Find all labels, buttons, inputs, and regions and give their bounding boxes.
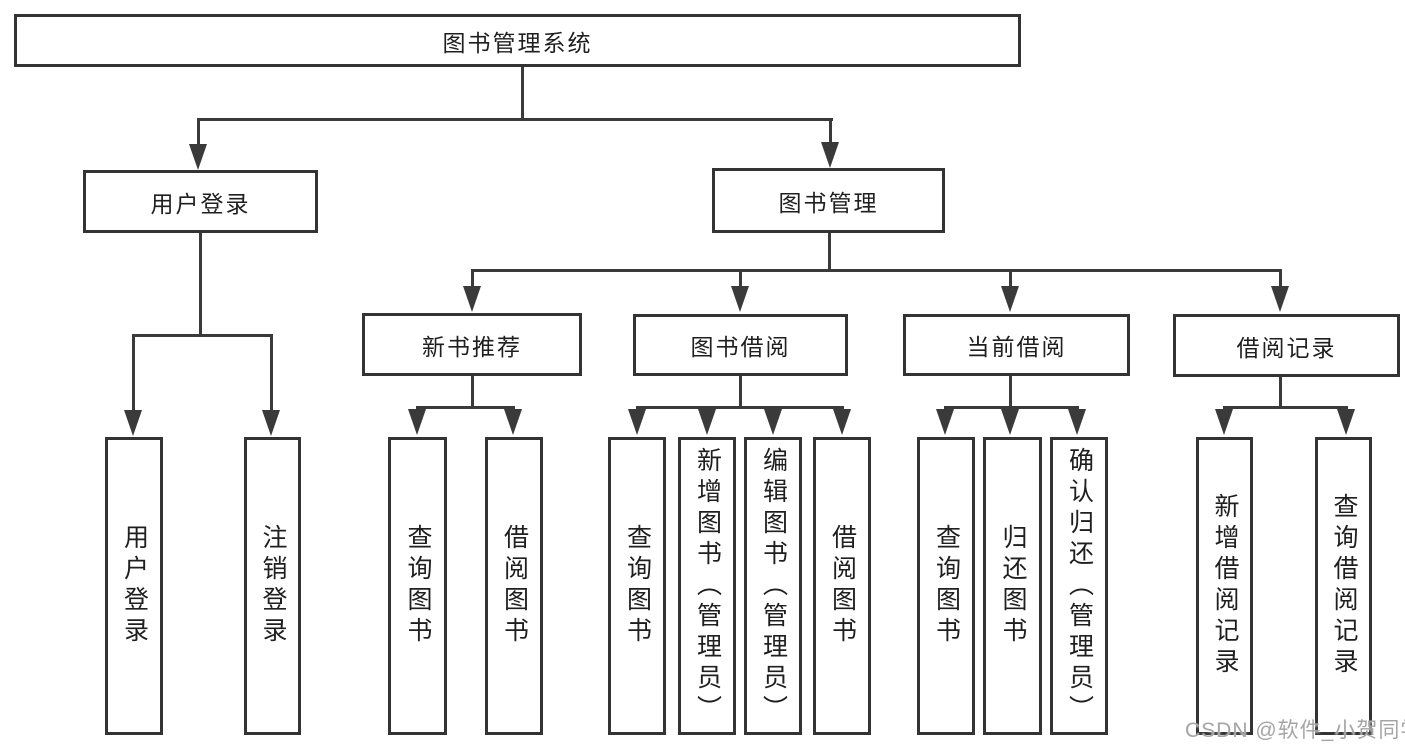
arrow-to-leaf-logout (262, 410, 280, 436)
connector-current-borrow-horizontal (944, 406, 1079, 409)
node-book-management: 图书管理 (712, 168, 945, 233)
leaf-logout-label: 注销登录 (259, 524, 287, 648)
leaf-bb-borrow-books: 借阅图书 (813, 437, 871, 735)
leaf-user-login-label: 用户登录 (120, 524, 149, 648)
leaf-nbr-borrow-books: 借阅图书 (485, 437, 543, 735)
arrow-to-borrow-records (1271, 286, 1289, 312)
node-user-login-label: 用户登录 (150, 190, 251, 217)
leaf-logout: 注销登录 (244, 437, 301, 735)
arrow-to-nbr-query-books (408, 409, 426, 435)
connector-drop-user-login (197, 118, 200, 146)
connector-drop-borrow-records (1279, 269, 1282, 288)
leaf-bb-query-books-label: 查询图书 (623, 524, 652, 648)
connector-root-stem (521, 67, 524, 121)
node-user-login: 用户登录 (83, 170, 318, 233)
leaf-bb-edit-books-admin: 编辑图书（管理员） (744, 437, 802, 735)
connector-book-borrow-horizontal (636, 406, 844, 409)
leaf-bb-add-books-admin: 新增图书（管理员） (678, 437, 736, 735)
node-book-management-label: 图书管理 (778, 189, 879, 216)
arrow-to-book-borrow (731, 286, 749, 312)
node-new-book-recommend-label: 新书推荐 (422, 333, 522, 360)
leaf-br-query-record: 查询借阅记录 (1315, 437, 1372, 735)
connector-level1-horizontal (197, 118, 833, 121)
leaf-cb-return-books-label: 归还图书 (999, 524, 1027, 648)
connector-drop-book-borrow (739, 269, 742, 288)
node-book-borrow-label: 图书借阅 (690, 334, 791, 360)
arrow-to-user-login (189, 144, 207, 170)
arrow-to-br-add-record (1215, 409, 1233, 435)
arrow-to-nbr-borrow-books (504, 409, 522, 435)
connector-current-borrow-stem (1009, 376, 1012, 408)
connector-level3-horizontal (471, 269, 1281, 272)
connector-borrow-records-stem (1279, 376, 1282, 408)
csdn-watermark: CSDN @软件_小贺同学 (1185, 719, 1405, 742)
leaf-cb-return-books: 归还图书 (983, 437, 1042, 735)
arrow-to-bb-add-books (698, 409, 716, 435)
arrow-to-cb-confirm-return (1068, 409, 1086, 435)
arrow-to-cb-return-books (1001, 409, 1019, 435)
connector-new-book-stem (471, 376, 474, 408)
node-current-borrow: 当前借阅 (903, 314, 1130, 376)
leaf-user-login: 用户登录 (105, 437, 163, 735)
connector-book-management-stem (828, 233, 831, 272)
connector-drop-new-book (471, 269, 474, 288)
leaf-cb-confirm-return-admin: 确认归还（管理员） (1050, 437, 1108, 735)
arrow-to-bb-edit-books (764, 409, 782, 435)
node-new-book-recommend: 新书推荐 (362, 313, 582, 376)
arrow-to-bb-query-books (628, 409, 646, 435)
connector-drop-leaf-user-login (132, 334, 135, 412)
leaf-br-query-record-label: 查询借阅记录 (1330, 493, 1358, 679)
leaf-cb-confirm-return-admin-label: 确认归还（管理员） (1065, 446, 1094, 726)
arrow-to-leaf-user-login (124, 410, 142, 436)
leaf-bb-edit-books-admin-label: 编辑图书（管理员） (759, 446, 788, 726)
node-library-system: 图书管理系统 (14, 14, 1021, 67)
leaf-nbr-query-books-label: 查询图书 (404, 524, 432, 648)
leaf-bb-borrow-books-label: 借阅图书 (828, 524, 857, 648)
leaf-br-add-record-label: 新增借阅记录 (1211, 493, 1239, 679)
leaf-bb-query-books: 查询图书 (608, 437, 666, 735)
connector-borrow-records-horizontal (1223, 406, 1348, 409)
node-borrow-records: 借阅记录 (1173, 314, 1400, 377)
arrow-to-new-book (463, 286, 481, 312)
connector-drop-book-management (829, 118, 832, 144)
node-library-system-label: 图书管理系统 (442, 29, 593, 56)
arrow-to-bb-borrow-books (833, 409, 851, 435)
arrow-to-br-query-record (1337, 409, 1355, 435)
leaf-nbr-query-books: 查询图书 (388, 437, 447, 735)
leaf-cb-query-books: 查询图书 (917, 437, 975, 735)
leaf-cb-query-books-label: 查询图书 (932, 524, 961, 648)
arrow-to-book-management (821, 142, 839, 168)
connector-user-login-horizontal (132, 334, 273, 337)
connector-drop-leaf-logout (270, 334, 273, 412)
arrow-to-cb-query-books (936, 409, 954, 435)
connector-drop-current-borrow (1009, 269, 1012, 288)
connector-new-book-horizontal (416, 406, 515, 409)
leaf-bb-add-books-admin-label: 新增图书（管理员） (693, 446, 722, 726)
leaf-nbr-borrow-books-label: 借阅图书 (500, 524, 529, 648)
connector-book-borrow-stem (739, 376, 742, 408)
connector-user-login-stem (199, 233, 202, 336)
node-borrow-records-label: 借阅记录 (1236, 334, 1337, 361)
leaf-br-add-record: 新增借阅记录 (1196, 437, 1253, 735)
arrow-to-current-borrow (1001, 286, 1019, 312)
node-current-borrow-label: 当前借阅 (966, 334, 1067, 360)
node-book-borrow: 图书借阅 (633, 314, 848, 376)
